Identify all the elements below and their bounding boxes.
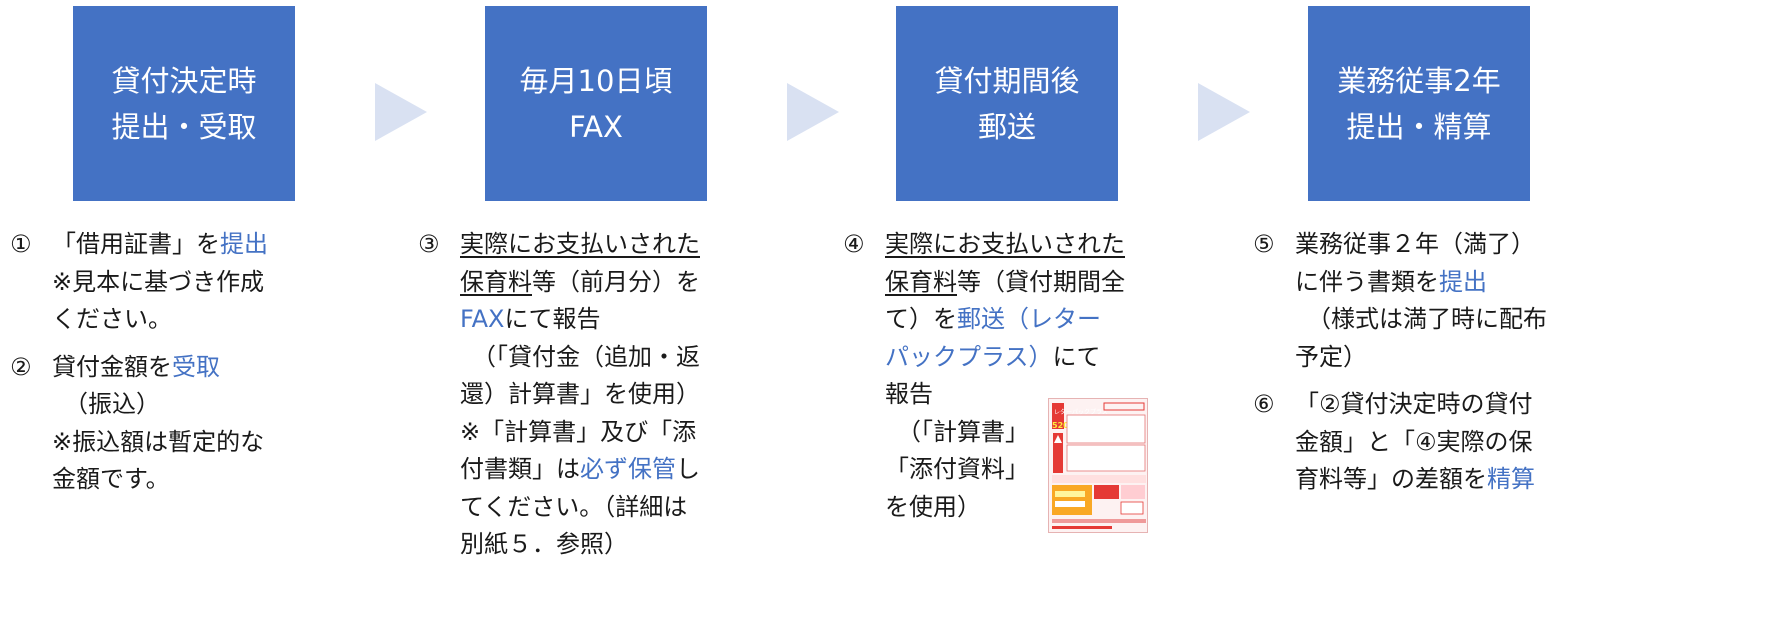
highlight-text: 必ず保管 xyxy=(580,455,676,483)
step-3-description: ④ 実際にお支払いされた 保育料等（貸付期間全 て）を郵送（レター パックプラス… xyxy=(843,226,1163,526)
text: 付書類」は xyxy=(460,455,580,483)
text: ください。 xyxy=(52,305,172,333)
pack-brand: レターパックプラス xyxy=(1054,408,1108,416)
step-box-4: 業務従事2年 提出・精算 xyxy=(1308,6,1530,201)
text: 保育料 xyxy=(460,267,532,296)
text: 等（貸付期間全 xyxy=(957,267,1125,296)
text: 「添付資料」 xyxy=(885,455,1029,483)
text: にて報告 xyxy=(504,305,601,333)
arrow-right-icon xyxy=(375,83,427,141)
step-2-line1: 毎月10日頃 xyxy=(519,63,673,98)
highlight-text: 郵送（レター xyxy=(957,305,1101,333)
item-number: ③ xyxy=(418,230,440,258)
step-1-line1: 貸付決定時 xyxy=(111,63,257,98)
text: （「計算書」 xyxy=(897,417,1029,446)
text: し xyxy=(676,455,700,483)
text: ※「計算書」及び「添 xyxy=(460,417,697,446)
step-1-line2: 提出・受取 xyxy=(111,109,257,144)
text: （振込） xyxy=(64,390,160,418)
highlight-text: FAX xyxy=(460,305,505,333)
text: てください。（詳細は xyxy=(460,492,688,521)
text: 「②貸付決定時の貸付 xyxy=(1295,390,1533,418)
text: 業務従事２年（満了） xyxy=(1295,230,1535,258)
highlight-text: パックプラス） xyxy=(885,342,1053,371)
step-4-line1: 業務従事2年 xyxy=(1337,63,1501,98)
list-item: ① 「借用証書」を提出 ※見本に基づき作成 ください。 xyxy=(10,226,310,339)
letterpack-image: レターパックプラス 520 xyxy=(1048,398,1148,533)
text: ※振込額は暫定的な xyxy=(52,427,265,456)
step-box-2: 毎月10日頃 FAX xyxy=(485,6,707,201)
highlight-text: 提出 xyxy=(220,230,268,258)
list-item: ⑥ 「②貸付決定時の貸付 金額」と「④実際の保 育料等」の差額を精算 xyxy=(1253,386,1571,499)
step-box-3: 貸付期間後 郵送 xyxy=(896,6,1118,201)
letterpack-illustration: レターパックプラス 520 xyxy=(1049,399,1147,532)
text: 「借用証書」を xyxy=(52,230,220,258)
step-4-description: ⑤ 業務従事２年（満了） に伴う書類を提出 （様式は満了時に配布 予定） ⑥ 「… xyxy=(1253,226,1571,499)
text: て）を xyxy=(885,305,957,333)
text: を使用） xyxy=(885,492,981,521)
text: 育料等」の差額を xyxy=(1295,465,1487,493)
item-number: ⑥ xyxy=(1253,390,1275,418)
step-2-line2: FAX xyxy=(569,109,623,144)
text: 実際にお支払いされた xyxy=(885,230,1125,258)
text: 別紙５．参照） xyxy=(460,530,628,558)
text: ※見本に基づき作成 xyxy=(52,267,265,296)
text: にて xyxy=(1052,342,1101,371)
pack-price: 520 xyxy=(1052,421,1069,430)
list-item: ② 貸付金額を受取 （振込） ※振込額は暫定的な 金額です。 xyxy=(10,349,310,499)
text: 還）計算書」を使用） xyxy=(460,380,700,408)
step-1-description: ① 「借用証書」を提出 ※見本に基づき作成 ください。 ② 貸付金額を受取 （振… xyxy=(10,226,310,499)
step-3-line1: 貸付期間後 xyxy=(934,63,1080,98)
list-item: ⑤ 業務従事２年（満了） に伴う書類を提出 （様式は満了時に配布 予定） xyxy=(1253,226,1571,376)
text: 実際にお支払いされた xyxy=(460,230,700,258)
text: 金額」と「④実際の保 xyxy=(1295,427,1533,456)
highlight-text: 受取 xyxy=(172,352,220,381)
text: 金額です。 xyxy=(52,465,170,493)
step-4-line2: 提出・精算 xyxy=(1346,109,1492,144)
arrow-right-icon xyxy=(787,83,839,141)
text: （「貸付金（追加・返 xyxy=(472,342,700,371)
arrow-right-icon xyxy=(1198,83,1250,141)
text: 報告 xyxy=(885,380,933,408)
step-2-description: ③ 実際にお支払いされた 保育料等（前月分）を FAXにて報告 （「貸付金（追加… xyxy=(418,226,738,564)
step-3-line2: 郵送 xyxy=(977,109,1036,144)
item-number: ② xyxy=(10,352,32,381)
item-number: ④ xyxy=(843,230,865,258)
text: 保育料 xyxy=(885,267,957,296)
text: 貸付金額を xyxy=(52,352,172,381)
item-number: ① xyxy=(10,230,32,258)
text: 等（前月分）を xyxy=(532,267,700,296)
step-box-1: 貸付決定時 提出・受取 xyxy=(73,6,295,201)
text: に伴う書類を xyxy=(1295,267,1439,296)
highlight-text: 提出 xyxy=(1439,267,1487,296)
highlight-text: 精算 xyxy=(1487,465,1535,493)
list-item: ③ 実際にお支払いされた 保育料等（前月分）を FAXにて報告 （「貸付金（追加… xyxy=(418,226,738,564)
list-item: ④ 実際にお支払いされた 保育料等（貸付期間全 て）を郵送（レター パックプラス… xyxy=(843,226,1163,526)
item-number: ⑤ xyxy=(1253,230,1275,258)
text: 予定） xyxy=(1295,342,1367,371)
text: （様式は満了時に配布 xyxy=(1307,305,1547,333)
